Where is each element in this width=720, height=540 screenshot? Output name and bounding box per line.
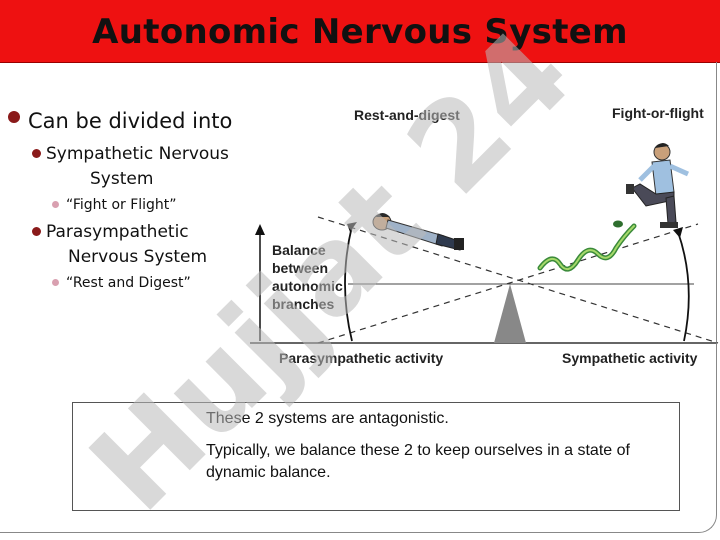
title-bar: Autonomic Nervous System bbox=[0, 0, 720, 63]
left-arc-arrowhead bbox=[347, 222, 357, 232]
balance-diagram-graphic bbox=[250, 142, 719, 344]
bullet-dot bbox=[8, 111, 20, 123]
fight-or-flight-label: Fight-or-flight bbox=[612, 105, 704, 121]
running-person-icon bbox=[626, 142, 690, 228]
slide-title: Autonomic Nervous System bbox=[92, 12, 628, 52]
slide-frame bbox=[0, 62, 717, 533]
summary-textbox: These 2 systems are antagonistic. Typica… bbox=[72, 402, 680, 511]
bullet-level1: Can be divided into bbox=[28, 109, 233, 133]
balance-diagram: Rest-and-digest Fight-or-flight Balance … bbox=[248, 96, 720, 380]
bullet-dot bbox=[32, 227, 41, 236]
resting-person-icon bbox=[372, 213, 464, 251]
bullet-parasympathetic: Parasympathetic bbox=[46, 222, 189, 242]
parasympathetic-activity-label: Parasympathetic activity bbox=[279, 350, 444, 366]
sympathetic-activity-label: Sympathetic activity bbox=[562, 350, 698, 366]
bullet-parasympathetic-cont: Nervous System bbox=[68, 247, 208, 267]
bullet-dot bbox=[52, 201, 59, 208]
bullet-dot bbox=[52, 279, 59, 286]
bullet-dot bbox=[32, 149, 41, 158]
right-arc-arrow bbox=[677, 231, 690, 342]
summary-line-2: Typically, we balance these 2 to keep ou… bbox=[206, 442, 630, 481]
right-arc-arrowhead bbox=[673, 227, 683, 238]
bullet-sympathetic: Sympathetic Nervous bbox=[46, 144, 229, 164]
snake-icon bbox=[537, 220, 637, 272]
bullet-fight-flight: “Fight or Flight” bbox=[66, 197, 177, 213]
fight-tilt-line bbox=[317, 223, 699, 344]
balance-label: Balance between autonomic branches bbox=[272, 242, 343, 312]
summary-line-1: These 2 systems are antagonistic. bbox=[206, 410, 449, 427]
bullet-rest-digest: “Rest and Digest” bbox=[66, 275, 191, 291]
rest-and-digest-label: Rest-and-digest bbox=[354, 107, 460, 123]
left-arc-arrow bbox=[344, 225, 353, 342]
bullet-sympathetic-cont: System bbox=[90, 169, 154, 189]
bullet-list: Can be divided into Sympathetic Nervous … bbox=[0, 0, 250, 320]
vertical-arrowhead bbox=[255, 224, 265, 235]
fulcrum-triangle bbox=[494, 284, 526, 343]
